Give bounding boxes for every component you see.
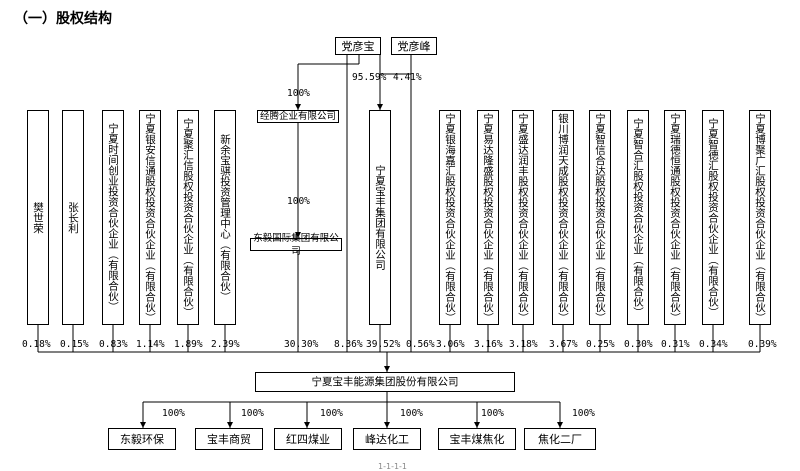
shareholder-box: 宁夏易达隆盛股权投资合伙企业（有限合伙）: [477, 110, 499, 325]
pct-label: 0.18%: [22, 339, 51, 350]
shareholder-box: 张长利: [62, 110, 84, 325]
pct-label: 39.52%: [366, 339, 401, 350]
shareholder-box: 新余宝骐投资管理中心（有限合伙）: [214, 110, 236, 325]
pct-label: 0.31%: [661, 339, 690, 350]
shareholder-box: 宁夏聚汇信股权投资合伙企业（有限合伙）: [177, 110, 199, 325]
shareholder-box: 宁夏智德汇股权投资合伙企业（有限合伙）: [702, 110, 724, 325]
sub-pct: 100%: [572, 408, 595, 419]
pct-label: 0.83%: [99, 339, 128, 350]
person-dang-yanfeng: 党彦峰: [391, 37, 437, 55]
subsidiary-box: 峰达化工: [353, 428, 421, 450]
pct-p2-to-center: 4.41%: [393, 72, 422, 83]
pct-label: 30.30%: [284, 339, 319, 350]
pct-label: 1.14%: [136, 339, 165, 350]
page-mark: 1-1-1-1: [378, 462, 408, 471]
company-dongyi-intl: 东毅国际集团有限公司: [250, 233, 342, 257]
person-dang-yanbao: 党彦宝: [335, 37, 381, 55]
pct-label: 0.15%: [60, 339, 89, 350]
pct-label: 8.36%: [334, 339, 363, 350]
subsidiary-box: 东毅环保: [108, 428, 176, 450]
pct-label: 0.39%: [748, 339, 777, 350]
subsidiary-box: 红四煤业: [274, 428, 342, 450]
company-jingteng: 经腾企业有限公司: [257, 110, 339, 123]
pct-p1-to-leftcompany: 100%: [287, 88, 310, 99]
shareholder-box: 宁夏盛达润丰股权投资合伙企业（有限合伙）: [512, 110, 534, 325]
section-heading: （一）股权结构: [14, 11, 112, 27]
pct-label: 0.30%: [624, 339, 653, 350]
shareholder-box: 宁夏智合汇股权投资合伙企业（有限合伙）: [627, 110, 649, 325]
pct-p1-to-center: 95.59%: [352, 72, 387, 83]
sub-pct: 100%: [320, 408, 343, 419]
shareholder-box: 宁夏智信合达股权投资合伙企业（有限合伙）: [589, 110, 611, 325]
pct-label: 2.39%: [211, 339, 240, 350]
pct-label: 0.25%: [586, 339, 615, 350]
subsidiary-box: 焦化二厂: [524, 428, 596, 450]
pct-label: 3.67%: [549, 339, 578, 350]
pct-leftcompany-to-leftsub: 100%: [287, 196, 310, 207]
shareholder-box: 宁夏银安信通股权投资合伙企业（有限合伙）: [139, 110, 161, 325]
shareholder-box-center: 宁夏宝丰集团有限公司: [369, 110, 391, 325]
shareholder-box: 宁夏时间创业投资合伙企业（有限合伙）: [102, 110, 124, 325]
shareholder-box: 宁夏博聚广汇股权投资合伙企业（有限合伙）: [749, 110, 771, 325]
pct-label: 3.16%: [474, 339, 503, 350]
sub-pct: 100%: [400, 408, 423, 419]
pct-label: 1.89%: [174, 339, 203, 350]
shareholder-box: 银川博润天成股权投资合伙企业（有限合伙）: [552, 110, 574, 325]
sub-pct: 100%: [481, 408, 504, 419]
subsidiary-box: 宝丰煤焦化: [438, 428, 516, 450]
company-main: 宁夏宝丰能源集团股份有限公司: [255, 372, 515, 392]
pct-label: 3.06%: [436, 339, 465, 350]
subsidiary-box: 宝丰商贸: [195, 428, 263, 450]
pct-label: 0.34%: [699, 339, 728, 350]
shareholder-box: 宁夏银海嘉汇股权投资合伙企业（有限合伙）: [439, 110, 461, 325]
pct-label: 0.56%: [406, 339, 435, 350]
sub-pct: 100%: [241, 408, 264, 419]
pct-label: 3.18%: [509, 339, 538, 350]
sub-pct: 100%: [162, 408, 185, 419]
shareholder-box: 宁夏瑞德恒通股权投资合伙企业（有限合伙）: [664, 110, 686, 325]
shareholder-box: 樊世荣: [27, 110, 49, 325]
